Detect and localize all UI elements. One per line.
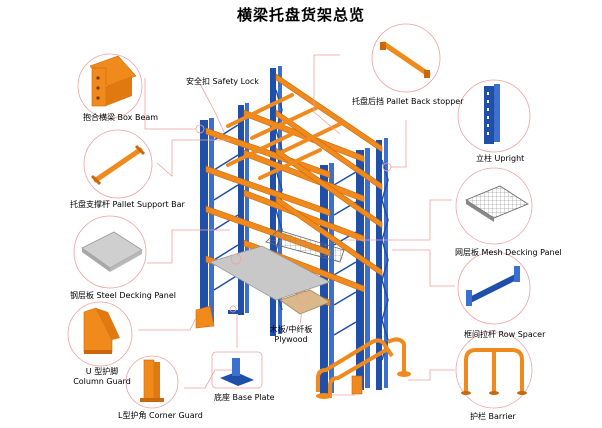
- callout-lines: [138, 54, 455, 396]
- label-column-guard-en: Column Guard: [73, 377, 131, 386]
- page-title: 横梁托盘货架总览: [236, 6, 365, 24]
- label-plywood-en: Plywood: [274, 335, 308, 344]
- row-spacer-icon: [457, 251, 531, 325]
- label-upright: 立柱 Upright: [476, 154, 525, 163]
- barrier-icon: [455, 331, 533, 409]
- main-rack: [195, 66, 411, 399]
- label-column-guard: U 型护脚 Column Guard: [62, 367, 142, 387]
- label-base-plate: 底座 Base Plate: [214, 393, 275, 402]
- label-mesh-decking-panel: 网层板 Mesh Decking Panel: [455, 248, 562, 257]
- base-plate-icon: [211, 351, 263, 389]
- pallet-back-stopper-icon: [371, 23, 441, 93]
- corner-guard-icon: [125, 355, 179, 409]
- mesh-decking-panel-icon: [455, 167, 533, 245]
- support-bars: [226, 93, 342, 180]
- label-pallet-support-bar: 托盘支撑杆 Pallet Support Bar: [70, 200, 185, 209]
- label-pallet-back-stopper: 托盘后挡 Pallet Back stopper: [352, 97, 464, 106]
- rack-plywood-panel: [279, 289, 331, 315]
- rack-column-guard: [195, 305, 215, 329]
- label-steel-decking-panel: 钢层板 Steel Decking Panel: [70, 291, 176, 300]
- pallet-support-bar-icon: [83, 129, 153, 199]
- label-safety-lock: 安全扣 Safety Lock: [186, 77, 259, 86]
- steel-decking-panel-icon: [73, 215, 147, 289]
- column-guard-icon: [67, 301, 133, 367]
- upright-icon: [457, 79, 531, 153]
- side-bracing: [213, 124, 357, 366]
- rack-steel-panel: [209, 245, 332, 301]
- label-barrier: 护栏 Barrier: [470, 412, 516, 421]
- rack-barrier: [316, 338, 394, 392]
- label-column-guard-cn: U 型护脚: [85, 367, 119, 376]
- label-row-spacer: 框间拉杆 Row Spacer: [464, 330, 546, 339]
- label-plywood-cn: 木板/中纤板: [269, 325, 313, 334]
- rack-mesh-panel: [265, 229, 345, 263]
- box-beam-icon: [77, 53, 143, 119]
- label-corner-guard: L型护角 Corner Guard: [118, 411, 203, 420]
- label-plywood: 木板/中纤板 Plywood: [254, 325, 328, 345]
- label-box-beam: 抱合横梁 Box Beam: [83, 113, 159, 122]
